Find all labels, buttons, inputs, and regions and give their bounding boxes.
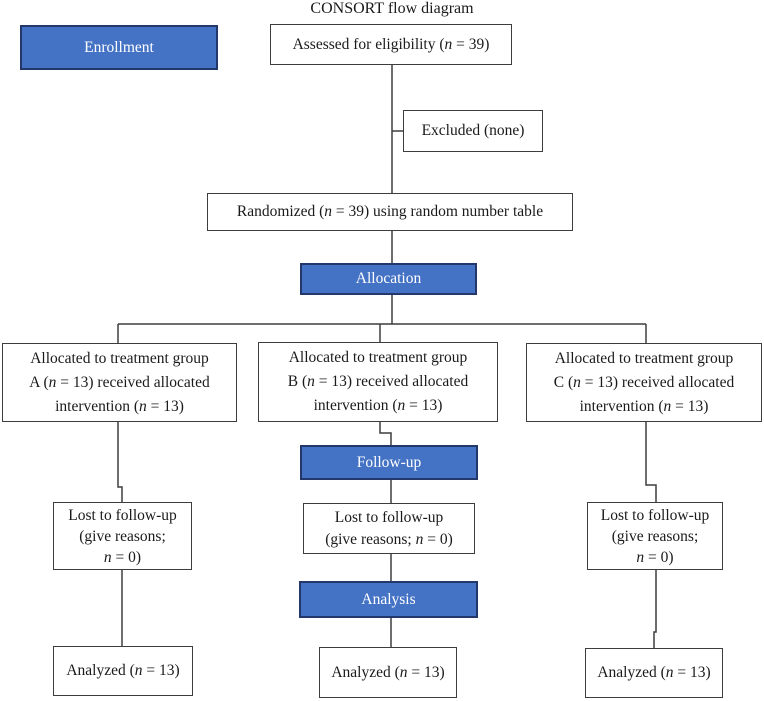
box-allocated-a-line1: Allocated to treatment group bbox=[30, 349, 209, 367]
box-excluded-text: Excluded (none) bbox=[421, 122, 525, 139]
box-lost-c-line2: (give reasons; bbox=[611, 527, 699, 545]
box-lost-a-line1: Lost to follow-up bbox=[68, 506, 177, 524]
stage-analysis-label: Analysis bbox=[361, 590, 416, 608]
diagram-title: CONSORT flow diagram bbox=[310, 0, 474, 17]
stage-allocation-label: Allocation bbox=[355, 270, 422, 287]
box-allocated-c-line1: Allocated to treatment group bbox=[554, 349, 734, 367]
stage-allocation: Allocation bbox=[300, 263, 477, 295]
box-randomized-text: Randomized (n = 39) using random number … bbox=[236, 203, 544, 220]
box-lost-a-line3: n = 0) bbox=[103, 548, 142, 566]
box-lost-a-line2: (give reasons; bbox=[79, 527, 166, 545]
box-assessed-text: Assessed for eligibility (n = 39) bbox=[292, 35, 490, 53]
box-lost-c-line3: n = 0) bbox=[636, 548, 674, 566]
stage-followup: Follow-up bbox=[300, 445, 478, 480]
box-lost-b: Lost to follow-up (give reasons; n = 0) bbox=[303, 503, 475, 554]
box-allocated-c-line2: C (n = 13) received allocated bbox=[553, 373, 735, 391]
box-lost-b-line1: Lost to follow-up bbox=[334, 508, 444, 526]
box-allocated-b-line1: Allocated to treatment group bbox=[288, 349, 468, 366]
box-analyzed-b-text: Analyzed (n = 13) bbox=[331, 663, 445, 681]
box-lost-a: Lost to follow-up (give reasons; n = 0) bbox=[53, 502, 192, 570]
connector-group-c-lost-c bbox=[645, 422, 657, 502]
box-allocated-b: Allocated to treatment group B (n = 13) … bbox=[258, 342, 498, 422]
connector-lost-c-analyzed-c bbox=[653, 570, 657, 648]
box-allocated-b-line2: B (n = 13) received allocated bbox=[287, 373, 469, 390]
box-analyzed-c: Analyzed (n = 13) bbox=[585, 648, 723, 698]
box-randomized: Randomized (n = 39) using random number … bbox=[207, 193, 573, 231]
box-assessed: Assessed for eligibility (n = 39) bbox=[270, 24, 512, 65]
box-lost-b-line2: (give reasons; n = 0) bbox=[325, 530, 453, 548]
box-allocated-a-line3: intervention (n = 13) bbox=[55, 397, 184, 415]
stage-enrollment-label: Enrollment bbox=[84, 38, 154, 56]
box-allocated-a-line2: A (n = 13) received allocated bbox=[29, 373, 210, 391]
box-allocated-c: Allocated to treatment group C (n = 13) … bbox=[526, 343, 762, 422]
box-lost-c-line1: Lost to follow-up bbox=[600, 506, 710, 524]
box-allocated-c-line3: intervention (n = 13) bbox=[579, 397, 709, 415]
box-analyzed-c-text: Analyzed (n = 13) bbox=[597, 664, 711, 681]
connector-group-a-lost-a bbox=[117, 422, 123, 502]
stage-enrollment: Enrollment bbox=[20, 25, 218, 70]
box-analyzed-a-text: Analyzed (n = 13) bbox=[66, 662, 180, 679]
box-analyzed-b: Analyzed (n = 13) bbox=[319, 647, 457, 698]
connector-group-b-followup bbox=[379, 422, 392, 445]
box-allocated-b-line3: intervention (n = 13) bbox=[313, 397, 443, 414]
box-allocated-a: Allocated to treatment group A (n = 13) … bbox=[2, 343, 237, 422]
stage-analysis: Analysis bbox=[299, 581, 478, 618]
box-lost-c: Lost to follow-up (give reasons; n = 0) bbox=[587, 502, 723, 570]
stage-followup-label: Follow-up bbox=[356, 453, 422, 471]
box-analyzed-a: Analyzed (n = 13) bbox=[53, 646, 193, 696]
box-excluded: Excluded (none) bbox=[403, 110, 543, 152]
